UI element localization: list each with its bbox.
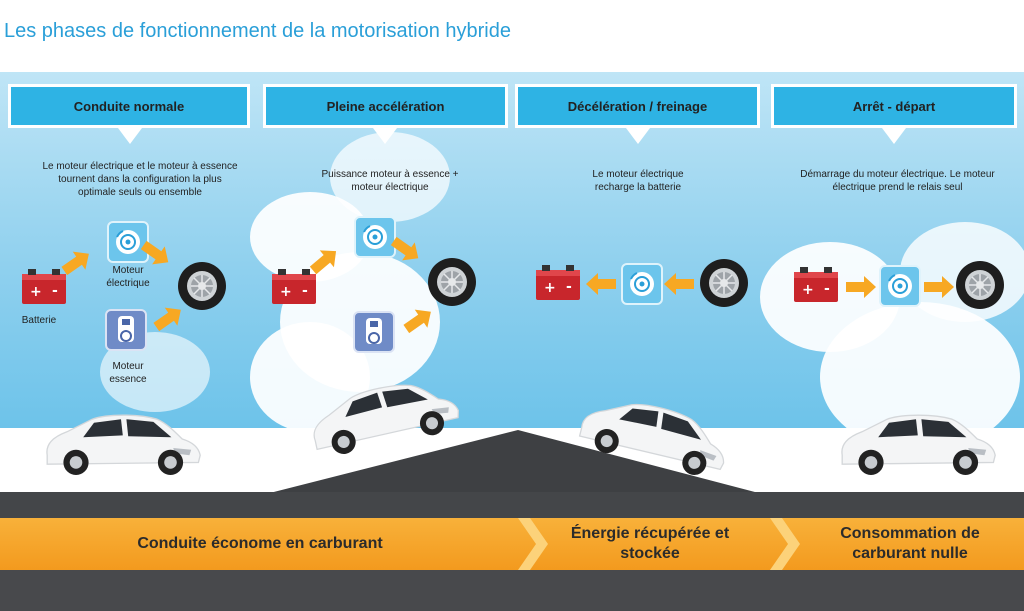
header-pointer — [118, 128, 142, 144]
result-band — [0, 518, 1024, 570]
header-pointer — [373, 128, 397, 144]
phase-description-normal: Le moteur électrique et le moteur à esse… — [42, 161, 238, 198]
gas-engine-label: Moteur essence — [109, 361, 147, 385]
road-bottom — [0, 570, 1024, 611]
phase-header-stop-start: Arrêt - départ — [771, 84, 1017, 128]
phase-description-deceleration: Le moteur électrique recharge la batteri… — [592, 169, 684, 193]
band-label-economy: Conduite économe en carburant — [137, 535, 383, 552]
electric-motor-label: Moteur électrique — [106, 265, 150, 289]
header-pointer — [882, 128, 906, 144]
battery-label: Batterie — [21, 315, 57, 326]
phase-header-normal: Conduite normale — [8, 84, 250, 128]
band-label-recovered: Énergie récupérée et stockée — [570, 525, 730, 562]
header-pointer — [626, 128, 650, 144]
phase-description-acceleration: Puissance moteur à essence + moteur élec… — [321, 169, 459, 193]
sky-background — [0, 72, 1024, 428]
phase-header-acceleration: Pleine accélération — [263, 84, 508, 128]
page-title: Les phases de fonctionnement de la motor… — [4, 20, 511, 42]
band-label-zero-fuel: Consommation de carburant nulle — [840, 525, 980, 562]
phase-header-deceleration: Décélération / freinage — [515, 84, 760, 128]
phase-description-stop-start: Démarrage du moteur électrique. Le moteu… — [800, 169, 995, 193]
